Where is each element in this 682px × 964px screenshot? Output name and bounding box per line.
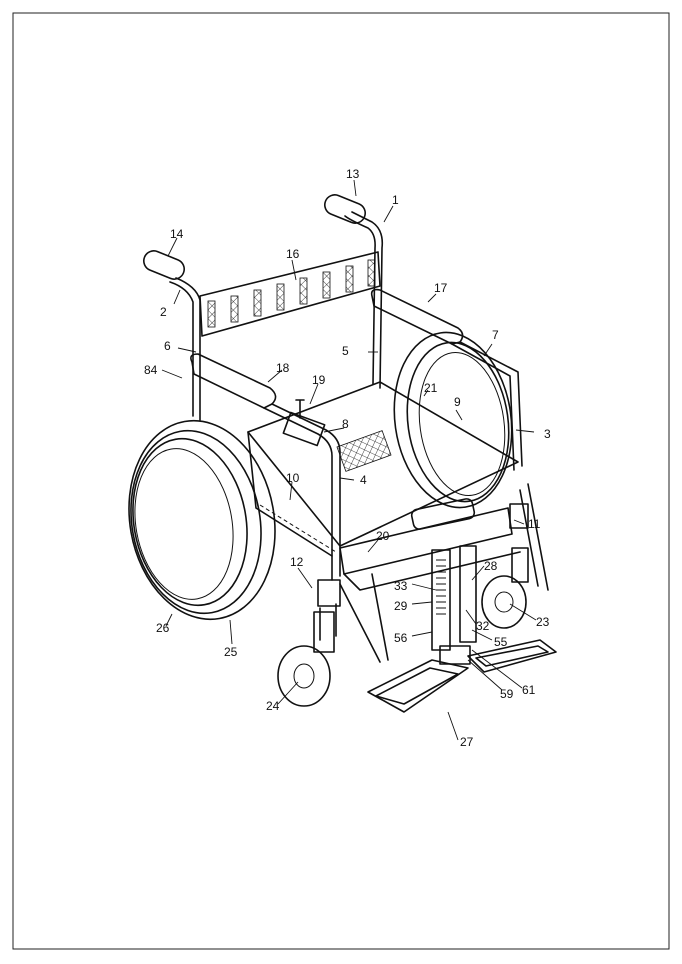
ref-5: 5: [342, 344, 349, 358]
ref-84: 84: [144, 363, 158, 377]
ref-8: 8: [342, 417, 349, 431]
ref-29: 29: [394, 599, 408, 613]
ref-28: 28: [484, 559, 498, 573]
ref-9: 9: [454, 395, 461, 409]
left-grip: [143, 250, 185, 280]
ref-55: 55: [494, 635, 508, 649]
left-rear-wheel: [128, 419, 276, 621]
front-crossbar: [339, 507, 513, 575]
ref-17: 17: [434, 281, 448, 295]
ref-16: 16: [286, 247, 300, 261]
ref-32: 32: [476, 619, 490, 633]
lift-column: [431, 549, 451, 651]
ref-33: 33: [394, 579, 408, 593]
ref-11: 11: [528, 517, 541, 531]
ref-13: 13: [346, 167, 360, 181]
right-caster-clamp: [509, 503, 529, 529]
left-back-post: [175, 277, 201, 421]
seat-side-fabric: [247, 431, 333, 557]
ref-12: 12: [290, 555, 304, 569]
leader-lines: [161, 179, 537, 741]
front-left-caster: [277, 645, 331, 707]
ref-24: 24: [266, 699, 280, 713]
ref-18: 18: [276, 361, 290, 375]
backrest-fabric: [199, 251, 381, 337]
seat: [247, 381, 519, 547]
right-back-post: [351, 211, 384, 389]
ref-7: 7: [492, 328, 499, 342]
ref-27: 27: [460, 735, 474, 749]
controller-box: [282, 411, 326, 447]
ref-19: 19: [312, 373, 326, 387]
ref-14: 14: [170, 227, 184, 241]
ref-20: 20: [376, 529, 390, 543]
right-armrest: [370, 288, 464, 345]
reference-numerals: 1 2 3 4 5 6 7 8 9 10 11 12 13 14 16 17 1…: [144, 167, 551, 749]
ref-61: 61: [522, 683, 536, 697]
ref-25: 25: [224, 645, 238, 659]
left-caster-clamp: [317, 579, 341, 607]
ref-2: 2: [160, 305, 167, 319]
motor-housing: [410, 498, 476, 530]
lift-base-block: [439, 645, 471, 665]
front-right-caster: [481, 575, 527, 629]
ref-4: 4: [360, 473, 367, 487]
ref-6: 6: [164, 339, 171, 353]
right-rear-wheel: [393, 331, 513, 509]
backrest-mesh-panels: [207, 259, 376, 328]
left-armrest: [190, 353, 277, 409]
sheet-border: [12, 12, 670, 950]
seat-mesh-patch: [336, 430, 392, 472]
wheelchair-drawing: [128, 194, 557, 713]
ref-21: 21: [424, 381, 438, 395]
ref-10: 10: [286, 471, 300, 485]
footrest-frame: [367, 659, 469, 713]
ref-56: 56: [394, 631, 408, 645]
ref-59: 59: [500, 687, 514, 701]
right-grip: [324, 194, 366, 224]
ref-1: 1: [392, 193, 399, 207]
ref-3: 3: [544, 427, 551, 441]
ref-23: 23: [536, 615, 550, 629]
ref-26: 26: [156, 621, 170, 635]
joystick: [295, 399, 305, 419]
